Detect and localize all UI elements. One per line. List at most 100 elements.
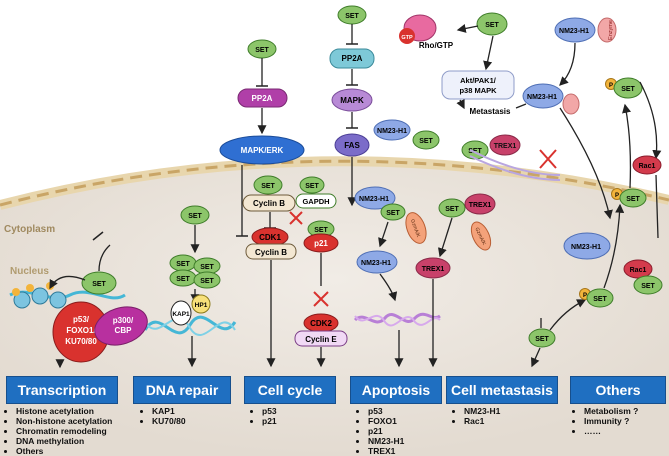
gapdh-node [295, 193, 337, 209]
phospho-3-label: P [609, 83, 613, 89]
category-others: Others [570, 376, 666, 404]
set-node-17 [633, 275, 663, 295]
set-node-3 [412, 130, 440, 150]
set-node-13-label: SET [535, 336, 549, 343]
trex1-node-2-label: TREX1 [469, 202, 492, 209]
nm23-node-3-label: NM23-H1 [527, 94, 557, 101]
dna-fragment-cyto [469, 149, 561, 176]
set-node-10 [81, 271, 117, 295]
dna-fragment-cyto-2 [469, 155, 561, 181]
enzyme-node-2 [562, 93, 580, 115]
set-node-10-label: SET [92, 281, 106, 288]
set-node-15-label: SET [626, 196, 640, 203]
list-item: TREX1 [368, 446, 448, 456]
cyclin-b-node-2-label: Cyclin B [255, 248, 287, 257]
set-node-12-label: SET [445, 206, 459, 213]
set-node-16 [613, 77, 643, 99]
list-item: Histone acetylation [16, 406, 136, 416]
p53-complex-line1: p53/ [73, 315, 90, 324]
line-rac1-down [655, 174, 659, 239]
set-node-9 [180, 205, 210, 225]
set-node-14-label: SET [593, 296, 607, 303]
list-item: Others [16, 446, 136, 456]
nm23-node-2 [554, 17, 596, 43]
arrow-set-rho [456, 24, 479, 33]
category-transcription: Transcription [6, 376, 118, 404]
trex1-node-2 [464, 193, 496, 215]
nm23-node-6-label: NM23-H1 [571, 244, 601, 251]
list-item: FOXO1 [368, 416, 448, 426]
arrow-nm23-nm23-nuc [378, 221, 389, 248]
inhibit-line-metastasis [515, 103, 527, 109]
list-item: p21 [262, 416, 342, 426]
p53-complex-line2: FOXO1/ [66, 326, 96, 335]
arrow-set-pset [549, 299, 587, 331]
set-node-7 [299, 176, 325, 194]
set-node-9-label: SET [188, 213, 202, 220]
category-apoptosis: Apoptosis [350, 376, 442, 404]
rac1-node-2-label: Rac1 [630, 267, 647, 274]
nm23-node-1-label: NM23-H1 [377, 128, 407, 135]
cell-cycle-list: p53 p21 [250, 406, 342, 426]
arrow-nm23-dna [379, 273, 398, 302]
rac1-node-1-label: Rac1 [639, 163, 656, 170]
gtp-label: GTP [401, 35, 413, 41]
list-item: KAP1 [152, 406, 242, 416]
trex1-node-3 [415, 257, 451, 279]
set-node-13 [528, 328, 556, 348]
chromatin-dna-1 [143, 315, 237, 335]
arrow-trex1-nuc [438, 217, 453, 258]
cyclin-b-node-1-label: Cyclin B [253, 199, 285, 208]
cdk2-label: CDK2 [310, 319, 332, 328]
hp1-label: HP1 [195, 302, 208, 309]
pp2a-node-1-label: PP2A [252, 94, 273, 103]
acetyl-mark-1 [26, 284, 34, 292]
mapk-label: MAPK [340, 96, 364, 105]
category-cell-cycle: Cell cycle [244, 376, 336, 404]
acetyl-mark-3 [12, 288, 20, 296]
arrow-set-metastasis [531, 347, 541, 368]
pp2a-node-1 [237, 88, 288, 108]
cyclin-b-node-1 [242, 194, 296, 212]
list-item: p21 [368, 426, 448, 436]
set-complex-a-label: SET [176, 261, 190, 268]
inhibit-bar-transcription [92, 231, 104, 241]
mapk-erk-node [219, 135, 305, 165]
list-item: p53 [262, 406, 342, 416]
hp1-node [191, 294, 211, 314]
pp2a-node-2 [329, 48, 375, 69]
category-dna-repair: DNA repair [133, 376, 231, 404]
list-item: …… [584, 426, 669, 436]
kap1-label: KAP1 [172, 311, 190, 318]
transcription-list: Histone acetylation Non-histone acetylat… [4, 406, 136, 456]
set-complex-c-label: SET [176, 276, 190, 283]
set-node-2-label: SET [345, 13, 359, 20]
p21-node [303, 233, 339, 253]
nm23-node-2-label: NM23-H1 [559, 28, 589, 35]
p53-complex-line3: KU70/80 [65, 337, 97, 346]
gtp-node [399, 28, 415, 44]
mapk-erk-label: MAPK/ERK [241, 146, 284, 155]
fragmented-dna [353, 312, 441, 324]
cdk1-label: CDK1 [259, 233, 281, 242]
fas-label: FAS [344, 141, 360, 150]
nm23-node-3 [522, 83, 564, 109]
list-item: Immunity ? [584, 416, 669, 426]
nucleosome-3 [49, 291, 67, 309]
arrow-akt-metastasis [456, 98, 465, 110]
list-item: p53 [368, 406, 448, 416]
set-node-15 [619, 188, 647, 208]
granzyme-node-1 [405, 212, 427, 244]
fas-node [334, 133, 370, 157]
arrow-set-nucleosome [49, 275, 86, 290]
nm23-node-4-label: NM23-H1 [359, 196, 389, 203]
rac1-node-2 [623, 259, 653, 279]
apoptosis-list: p53 FOXO1 p21 NM23-H1 TREX1 [356, 406, 448, 456]
set-node-14 [586, 288, 614, 308]
gapdh-label: GAPDH [302, 197, 329, 206]
mapk-node [331, 88, 373, 112]
nucleosome-2 [31, 287, 49, 305]
set-node-11 [380, 203, 406, 221]
set-node-6 [253, 175, 283, 195]
